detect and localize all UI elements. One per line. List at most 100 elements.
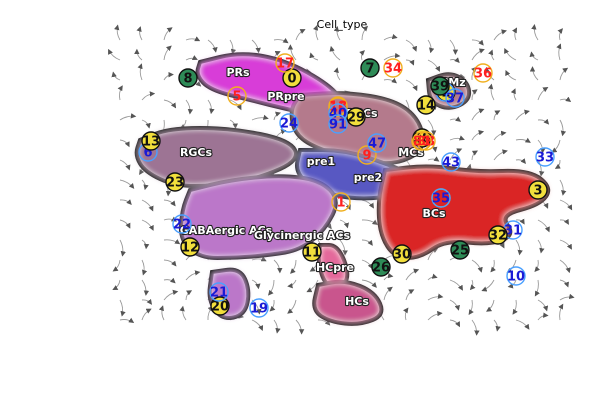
cluster-number-23: 23 [166,176,184,191]
streamline-180 [383,33,398,41]
streamline-131 [290,259,297,274]
streamline-79 [229,119,238,129]
streamline-8 [119,199,132,205]
cluster-badge-circle-34 [383,58,403,78]
streamline-239 [449,319,461,328]
cluster-badge-circle-26 [371,257,391,277]
streamline-270 [512,27,518,41]
streamline-305 [551,139,561,153]
streamline-147 [306,279,319,293]
streamline-181 [383,52,401,61]
streamline-221 [427,247,439,261]
cluster-badge-circle-3 [528,180,548,200]
streamline-283 [512,299,518,315]
cluster-number-34: 34 [384,62,402,77]
streamline-133 [287,299,297,314]
streamline-23 [141,199,154,212]
cluster-number-0: 0 [287,72,296,87]
streamline-230 [449,135,465,141]
cluster-number-5: 5 [232,90,241,105]
streamline-214 [427,119,437,136]
streamline-19 [141,119,151,129]
cluster-badge-circle-5 [227,86,247,106]
cell-type-label-glycinergic-acs: Glycinergic ACs [254,229,351,242]
streamline-254 [471,319,480,336]
streamline-209 [403,307,409,321]
streamline-90 [251,39,261,54]
streamline-109 [273,111,281,121]
streamline-251 [471,259,483,273]
streamline-237 [449,279,463,291]
streamline-311 [559,259,571,274]
cluster-number-29: 29 [347,111,365,126]
streamline-42 [163,277,176,284]
cluster-number-20: 20 [211,300,229,315]
streamline-294 [537,219,550,233]
cluster-badge-7: 7 [360,58,380,78]
streamline-25 [141,239,150,250]
streamline-101 [251,256,267,262]
streamline-211 [427,59,440,72]
streamline-299 [537,312,549,321]
cluster-badge-37: 37 [445,88,465,108]
cluster-number-21: 21 [210,286,228,301]
streamline-291 [537,159,545,177]
cluster-badge-circle-1 [331,192,351,212]
streamline-29 [141,308,152,321]
cluster-badge-14: 14 [416,95,436,115]
streamline-105 [273,37,289,44]
streamline-269 [493,319,501,332]
cluster-badge-circle-17 [275,53,295,73]
cluster-number-32: 32 [489,229,507,244]
streamline-312 [559,279,569,288]
cell-type-label-gabaergic-acs: GABAergic ACs [180,224,273,237]
cluster-number-35: 35 [432,192,450,207]
cell-type-label-pre2: pre2 [354,171,382,184]
streamline-46 [185,55,198,61]
cluster-badge-20: 20 [210,296,230,316]
streamline-216 [427,156,440,162]
cluster-badge-circle-30 [392,244,412,264]
cell-type-label-hcs: HCs [345,295,369,308]
streamline-1 [108,48,121,61]
cluster-number-36: 36 [474,67,492,82]
streamline-58 [185,290,193,301]
cloud-rpcs [290,92,424,164]
streamline-240 [471,39,484,46]
chart-title: Cell_type [317,18,368,31]
streamline-12 [112,279,121,291]
streamline-57 [185,270,201,281]
cluster-badge-circle-36 [473,63,493,83]
cluster-number-40: 40 [329,107,347,122]
streamline-276 [515,158,526,164]
cluster-number-15: 15 [432,192,450,207]
streamline-243 [471,89,478,101]
streamline-267 [481,279,495,292]
streamline-31 [163,45,172,61]
cluster-number-3: 3 [533,184,542,199]
cluster-badge-47: 47 [367,133,387,153]
streamline-116 [273,259,283,274]
streamline-9 [119,219,131,229]
streamline-255 [493,29,507,41]
streamline-175 [361,239,373,246]
cluster-badge-circle-23 [165,172,185,192]
cluster-badge-circle-40 [328,103,348,123]
streamline-284 [515,319,530,330]
streamline-17 [137,63,143,81]
cluster-badge-25: 25 [450,240,470,260]
streamline-121 [287,44,297,61]
streamline-152 [333,67,341,81]
cluster-badge-circle-11 [302,242,322,262]
streamline-295 [537,239,545,254]
cluster-badge-circle-25 [450,240,470,260]
streamline-310 [559,239,572,250]
streamline-0 [114,24,121,41]
streamline-30 [163,27,173,41]
cluster-badge-40: 40 [328,103,348,123]
streamline-182 [383,77,398,84]
cluster-badge-9: 9 [357,145,377,165]
streamline-314 [558,303,564,321]
cluster-badge-22: 22 [172,214,192,234]
